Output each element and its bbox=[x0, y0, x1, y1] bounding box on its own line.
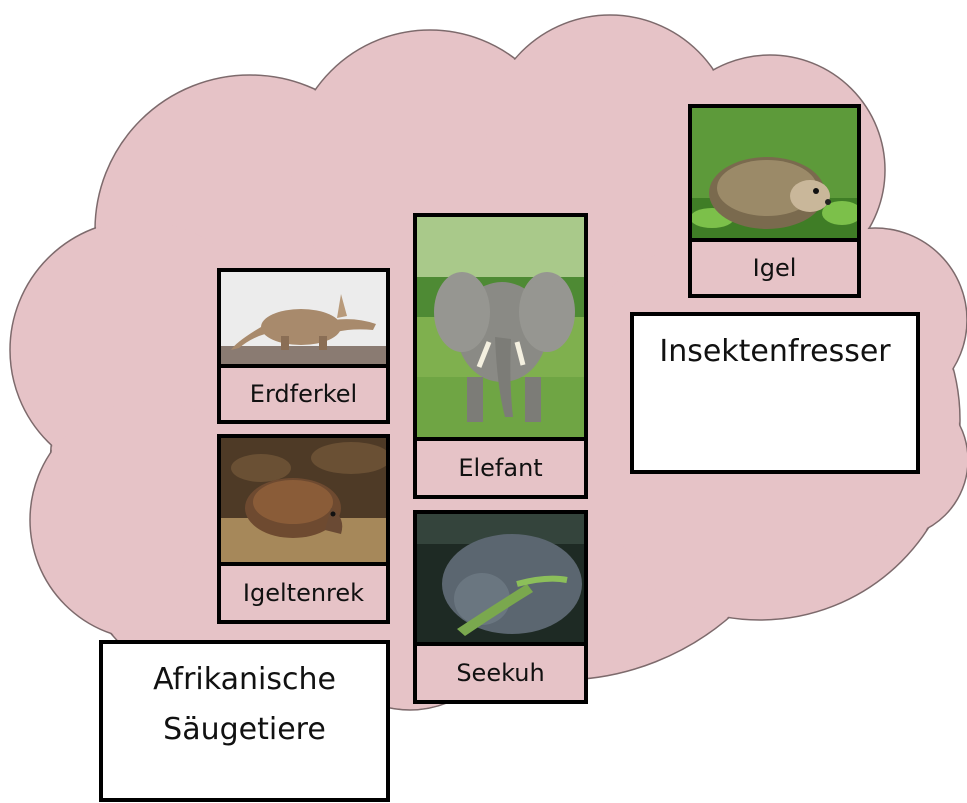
group-card-afrikanische-saeugetiere[interactable]: Afrikanische Säugetiere bbox=[99, 640, 390, 802]
animal-label-seekuh: Seekuh bbox=[456, 659, 544, 687]
group-title-line1: Afrikanische bbox=[103, 656, 386, 704]
group-title-line2: Säugetiere bbox=[103, 706, 386, 754]
animal-tag-igeltenrek[interactable]: Igeltenrek bbox=[217, 562, 390, 624]
aardvark-photo[interactable] bbox=[217, 268, 390, 368]
tenrec-photo[interactable] bbox=[217, 434, 390, 566]
animal-tag-erdferkel[interactable]: Erdferkel bbox=[217, 364, 390, 424]
animal-label-erdferkel: Erdferkel bbox=[250, 380, 357, 408]
hedgehog-photo[interactable] bbox=[688, 104, 861, 242]
animal-label-igeltenrek: Igeltenrek bbox=[243, 579, 364, 607]
animal-tag-igel[interactable]: Igel bbox=[688, 238, 861, 298]
group-card-insektenfresser[interactable]: Insektenfresser bbox=[630, 312, 920, 474]
animal-label-igel: Igel bbox=[753, 254, 797, 282]
group-title-insektenfresser: Insektenfresser bbox=[634, 328, 916, 376]
animal-tag-elefant[interactable]: Elefant bbox=[413, 437, 588, 499]
manatee-photo[interactable] bbox=[413, 510, 588, 646]
elephant-photo[interactable] bbox=[413, 213, 588, 441]
animal-tag-seekuh[interactable]: Seekuh bbox=[413, 642, 588, 704]
animal-label-elefant: Elefant bbox=[458, 454, 542, 482]
